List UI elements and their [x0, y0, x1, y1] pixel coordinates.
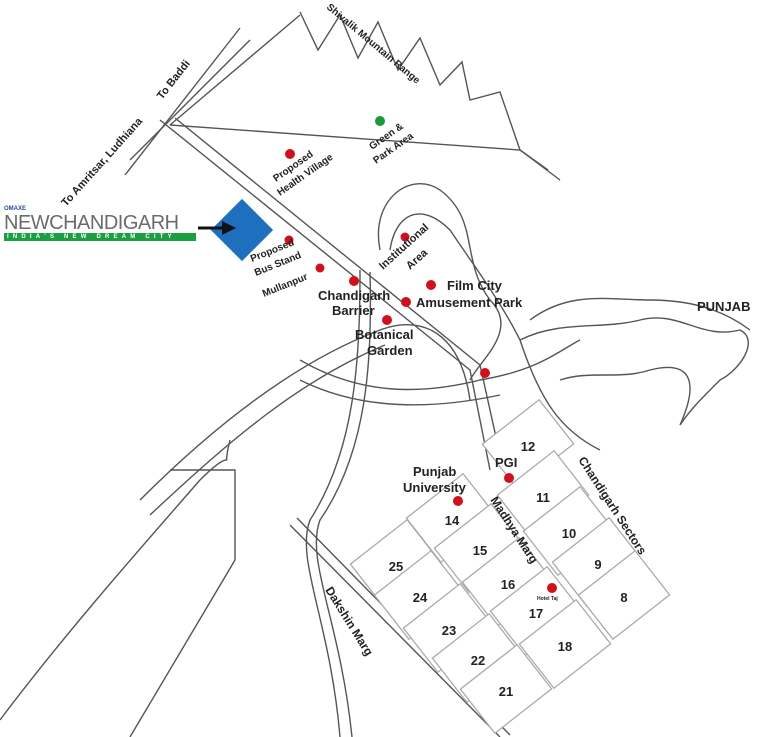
chandigarh-barrier-label-2: Barrier [332, 303, 375, 318]
sector-number: 10 [562, 526, 576, 541]
highway-line [129, 39, 251, 161]
road-line [299, 339, 581, 391]
omaxe-new-chandigarh-logo: OMAXE NEWCHANDIGARH INDIA'S NEW DREAM CI… [4, 206, 196, 241]
poi-bus-stand[interactable] [284, 235, 294, 245]
road-line [299, 379, 501, 406]
road-line [139, 324, 471, 501]
poi-health-village[interactable] [285, 149, 295, 159]
poi-green-park[interactable] [375, 116, 385, 126]
sector-number: 23 [442, 623, 456, 638]
sector-number: 8 [620, 590, 627, 605]
highway-line [169, 14, 301, 126]
dakshin-marg-line [289, 524, 501, 737]
sector-block [577, 549, 671, 641]
highway-line [124, 27, 241, 176]
poi-institutional[interactable] [400, 232, 410, 242]
poi-mullanpur[interactable] [315, 263, 325, 273]
logo-city: CHANDIGARH [49, 212, 179, 234]
sector-number: 18 [558, 639, 572, 654]
punjab-label: PUNJAB [697, 299, 750, 314]
punjab-university-label-1: Punjab [413, 464, 456, 479]
sector-number: 15 [473, 543, 487, 558]
poi-chandigarh-barrier[interactable] [349, 276, 359, 286]
film-city-label: Film City [447, 278, 503, 293]
kharar-road [159, 119, 491, 471]
poi-punjab-university[interactable] [453, 496, 463, 506]
sector-number: 14 [445, 513, 460, 528]
sector-number: 25 [389, 559, 403, 574]
road-line [149, 344, 386, 516]
sector-number: 9 [594, 557, 601, 572]
logo-new: NEW [4, 212, 50, 234]
punjab-boundary [529, 297, 751, 331]
botanical-label-1: Botanical [355, 327, 414, 342]
sector-21[interactable]: 21 [459, 643, 553, 735]
mullanpur-label: Mullanpur [261, 272, 310, 300]
poi-pgi[interactable] [504, 473, 514, 483]
sector-17[interactable]: 17 [489, 565, 583, 657]
poi-botanical-garden[interactable] [382, 315, 392, 325]
sector-number: 16 [501, 577, 515, 592]
to-amritsar-label: To Amritsar, Ludhiana [59, 115, 145, 209]
hotel-taj-label: Hotel Taj [537, 596, 558, 602]
poi-markers [284, 149, 557, 593]
punjab-boundary [519, 317, 749, 426]
sector-number: 17 [529, 606, 543, 621]
road-line [377, 183, 502, 381]
pgi-label: PGI [495, 455, 517, 470]
poi-film-city[interactable] [426, 280, 436, 290]
poi-hotel-taj[interactable] [547, 583, 557, 593]
sector-block [459, 643, 553, 735]
arrow-head-icon [222, 221, 236, 235]
sector-number: 12 [521, 439, 535, 454]
sector-8[interactable]: 8 [577, 549, 671, 641]
sector-number: 22 [471, 653, 485, 668]
chandigarh-barrier-label-1: Chandigarh [318, 288, 390, 303]
sector-number: 21 [499, 684, 513, 699]
road-line [0, 439, 231, 721]
punjab-university-label-2: University [403, 480, 467, 495]
botanical-label-2: Garden [367, 343, 413, 358]
road-line [389, 213, 601, 451]
sector-block [518, 598, 612, 690]
shivalik-label: Shivalik Mountain Range [324, 2, 422, 87]
poi-unnamed[interactable] [480, 368, 490, 378]
shivalik-range-line [299, 11, 549, 171]
road-line [129, 469, 236, 737]
amusement-park-label: Amusement Park [416, 295, 523, 310]
sector-12[interactable]: 12 [481, 398, 575, 490]
sector-22[interactable]: 22 [431, 612, 525, 704]
logo-brand: OMAXE [4, 206, 27, 212]
boundary-line [169, 124, 561, 181]
sector-number: 11 [536, 490, 550, 505]
river-line [305, 269, 361, 737]
sector-18[interactable]: 18 [518, 598, 612, 690]
poi-amusement-park[interactable] [401, 297, 411, 307]
logo-tagline: INDIA'S NEW DREAM CITY [4, 233, 196, 241]
sector-number: 24 [413, 590, 428, 605]
